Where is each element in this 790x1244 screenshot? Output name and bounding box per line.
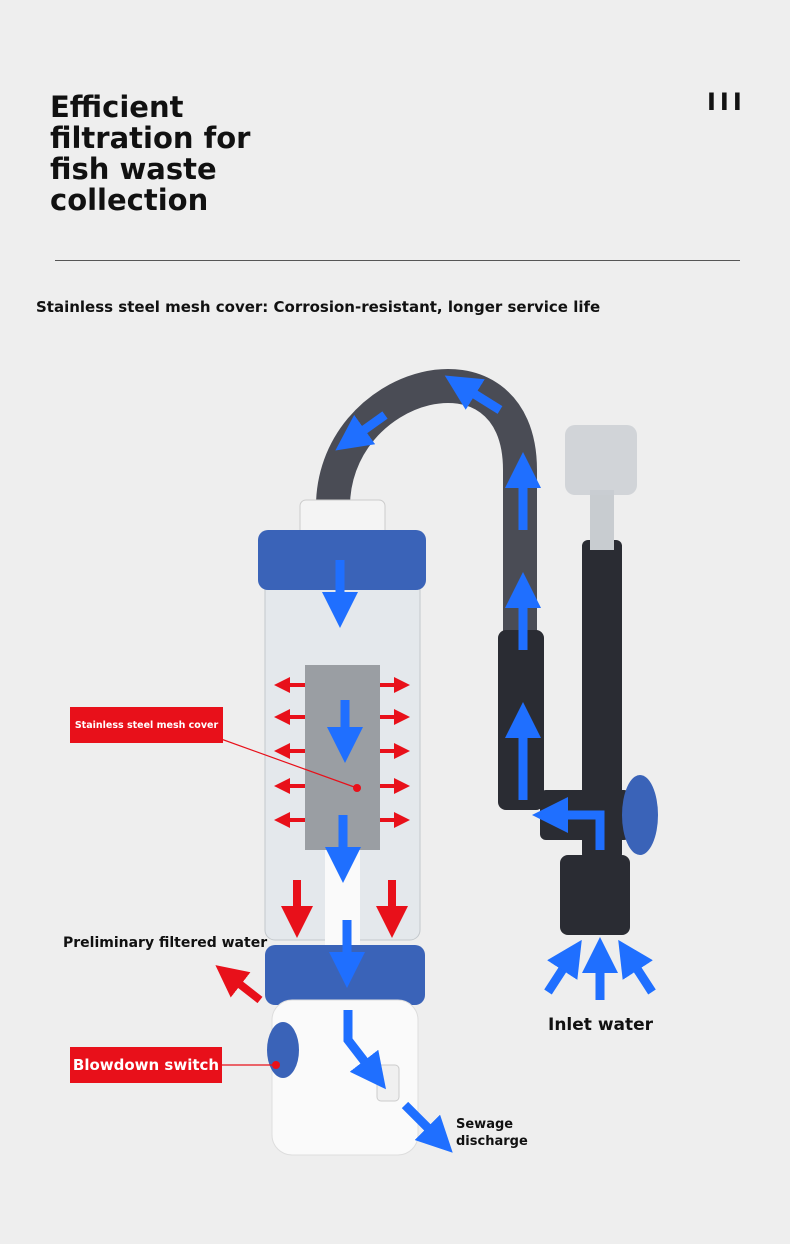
flow-arrows-blue <box>322 375 656 1153</box>
inlet-label: Inlet water <box>548 1015 654 1035</box>
section-marker: III <box>707 88 746 116</box>
pump-knob <box>622 775 658 855</box>
divider <box>55 260 740 261</box>
sewage-label: Sewage discharge <box>456 1117 528 1149</box>
surface-skimmer <box>565 425 637 495</box>
intake-strainer <box>560 855 630 935</box>
blowdown-knob <box>267 1022 299 1078</box>
mesh-cover-label: Stainless steel mesh cover <box>70 707 223 743</box>
hose <box>315 369 537 640</box>
flow-arrows-red <box>215 677 410 1004</box>
preliminary-label: Preliminary filtered water <box>63 935 268 951</box>
subtitle: Stainless steel mesh cover: Corrosion-re… <box>36 298 601 316</box>
page-title: Efficient filtration for fish waste coll… <box>50 90 251 217</box>
base <box>271 999 419 1156</box>
blowdown-switch-label: Blowdown switch <box>70 1047 222 1083</box>
riser-pipe <box>582 540 622 860</box>
